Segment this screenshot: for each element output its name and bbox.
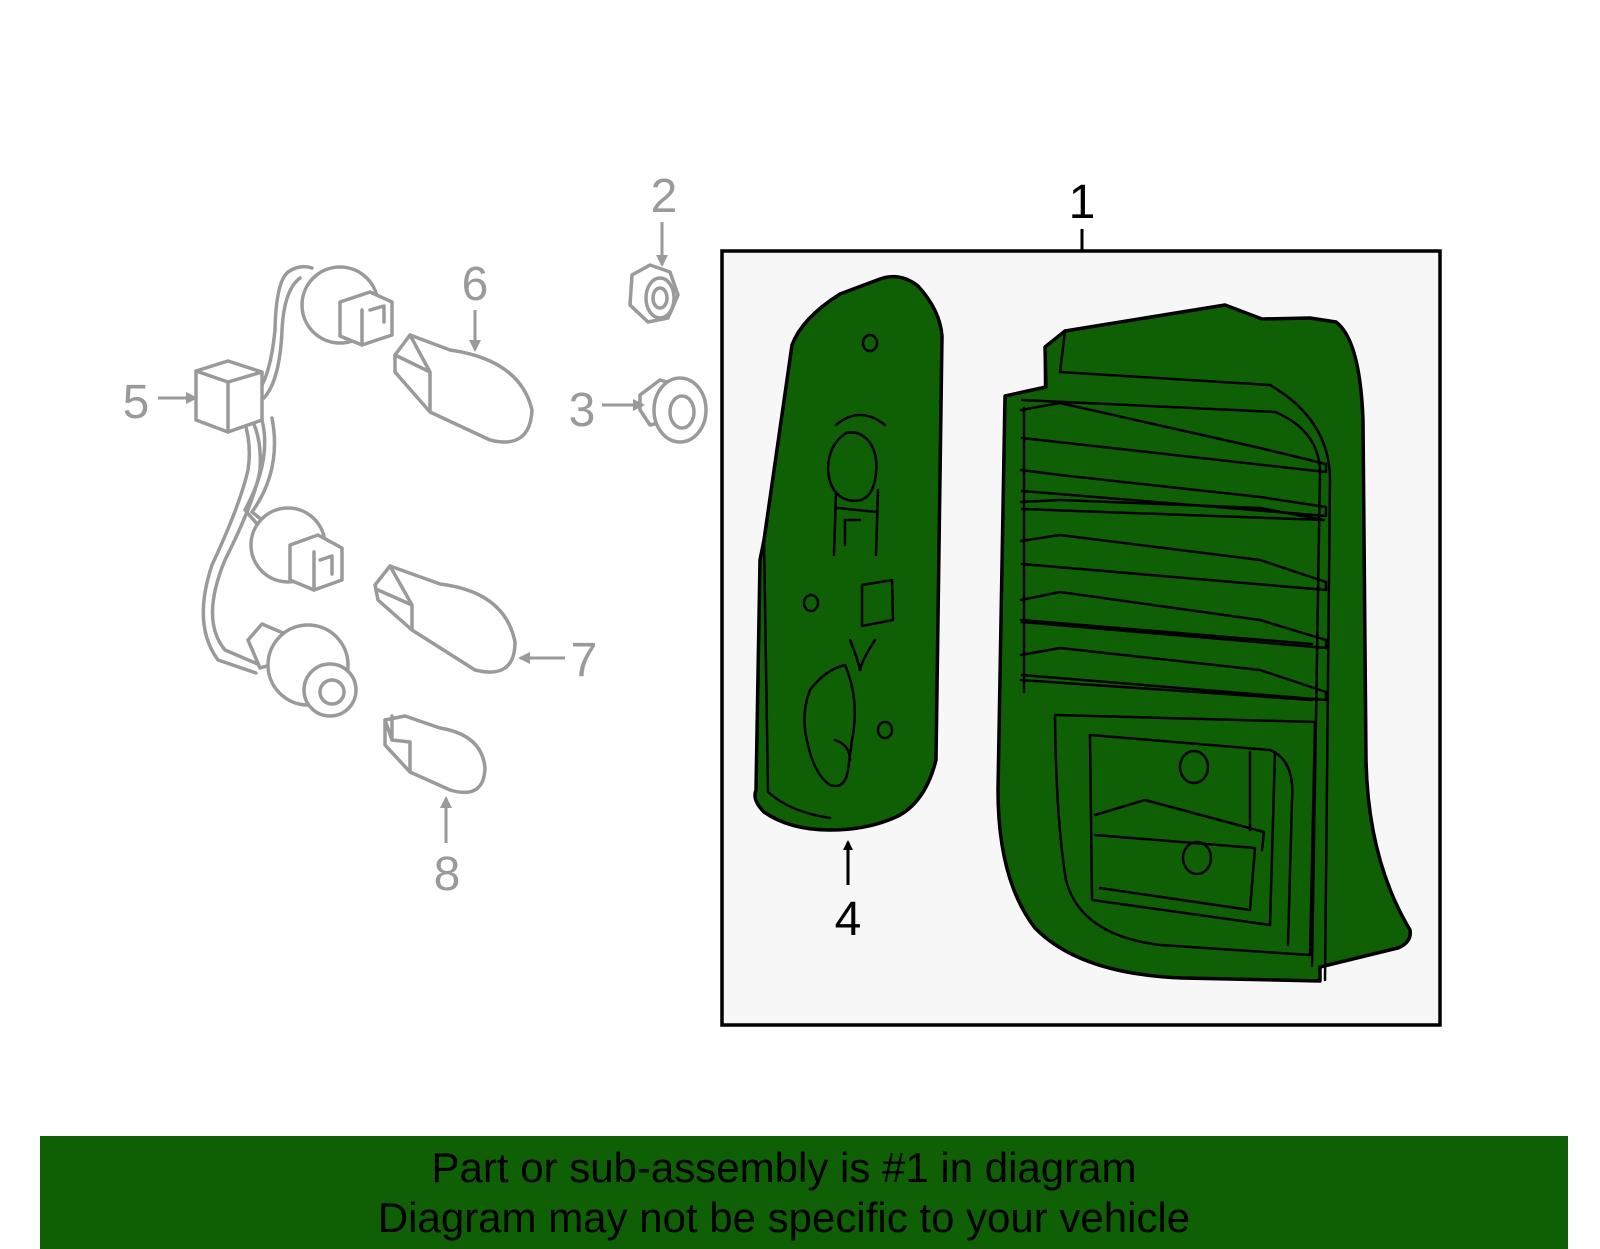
bulb-6: [393, 333, 534, 444]
info-banner: Part or sub-assembly is #1 in diagram Di…: [40, 1136, 1568, 1249]
callout-5-number: 5: [123, 376, 150, 429]
bulb-7: [373, 564, 517, 674]
banner-line-2: Diagram may not be specific to your vehi…: [377, 1193, 1191, 1241]
bulb-8: [383, 714, 487, 795]
nut-2: [628, 263, 680, 324]
callout-4-number: 4: [835, 893, 862, 946]
callout-6-number: 6: [462, 258, 489, 311]
callout-1-number: 1: [1069, 176, 1096, 229]
callout-8-number: 8: [434, 848, 461, 901]
callout-7-number: 7: [571, 634, 598, 687]
banner-line-1: Part or sub-assembly is #1 in diagram: [431, 1143, 1137, 1191]
callout-3-number: 3: [569, 384, 596, 437]
grommet-3: [638, 376, 708, 444]
wiring-harness: [194, 264, 394, 718]
tail-lamp-housing: [996, 303, 1412, 983]
callout-2-number: 2: [651, 170, 678, 223]
socket-plate: [753, 274, 944, 832]
